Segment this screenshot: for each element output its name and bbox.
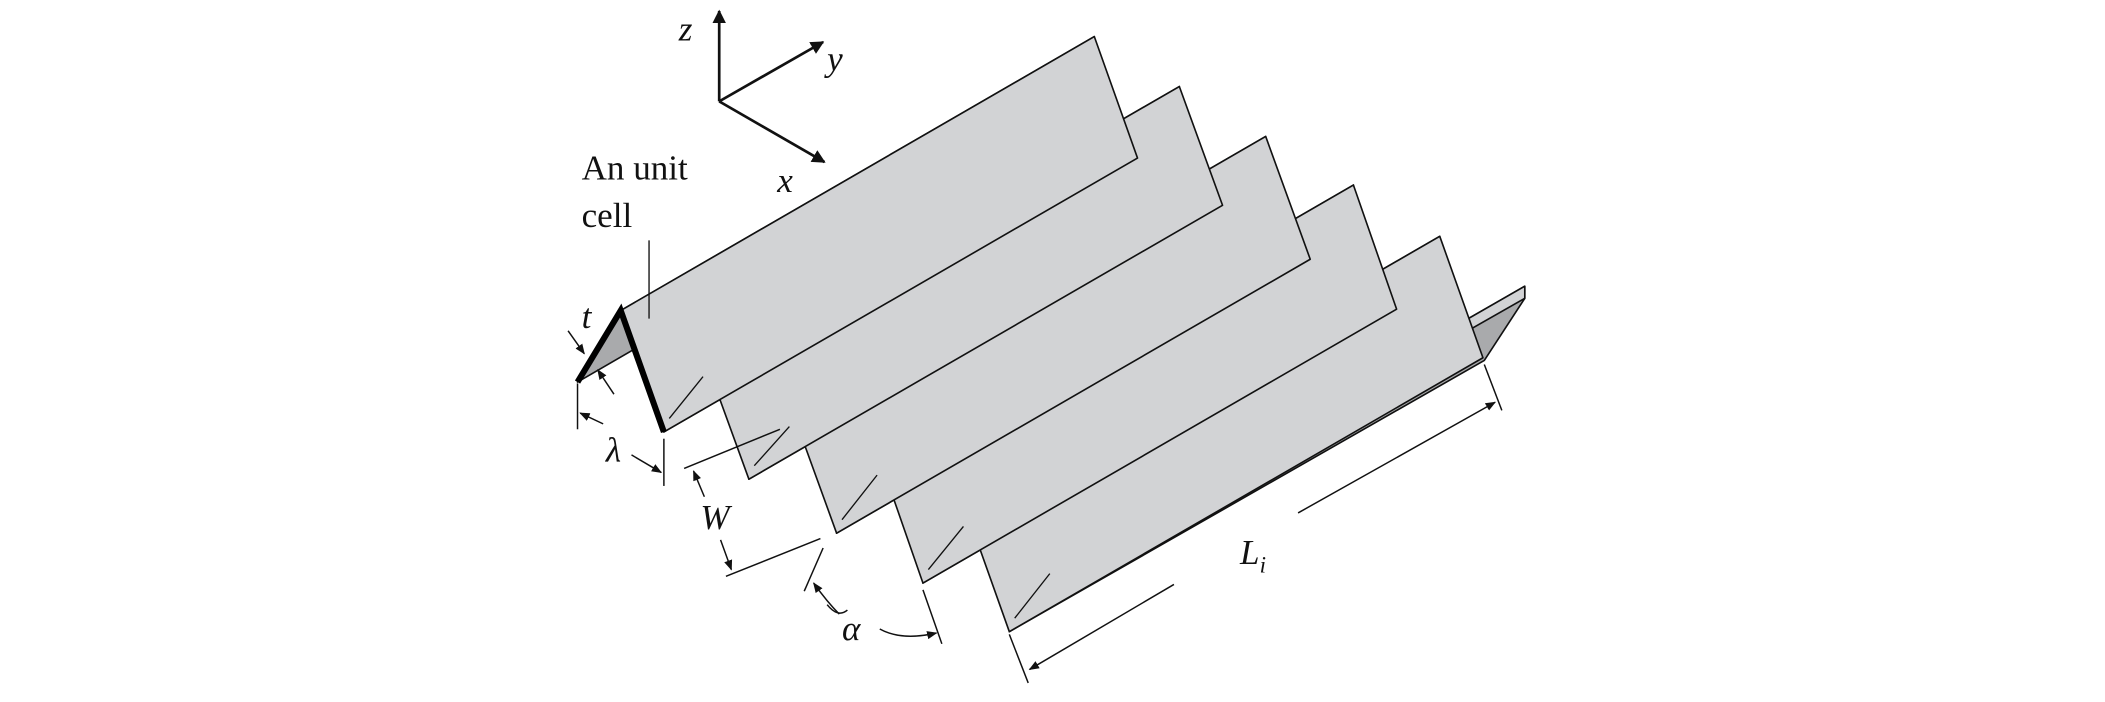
unit-cell-profile [574,303,667,433]
width-dimension: W [683,428,821,578]
wavelength-dimension: λ [576,383,665,486]
thickness-edge-line [753,426,790,467]
width-label: W [700,498,732,537]
y-axis-label: y [824,39,843,78]
callout-line1: An unit [582,149,688,188]
thickness-edge-line [841,474,878,521]
thickness-edge-line [1014,573,1051,619]
thickness-edge-line [927,525,964,571]
corrugated-sheet [574,35,1526,633]
angle-label: α [842,609,861,648]
length-label: Li [1239,533,1266,577]
wavelength-label: λ [605,431,621,470]
length-dimension: Li [1008,364,1503,684]
angle-dimension: α [803,547,943,648]
thickness-edge-line [668,376,704,419]
y-axis-arrow [718,40,825,103]
z-axis-label: z [678,10,693,49]
thickness-label: t [582,297,593,336]
x-axis-arrow [718,100,826,164]
x-axis-label: x [776,161,793,200]
unit-cell-callout: An unit cell [582,149,688,319]
callout-line2: cell [582,196,633,235]
thickness-dimension: t [567,297,615,395]
coordinate-axes: z y x [678,9,843,200]
